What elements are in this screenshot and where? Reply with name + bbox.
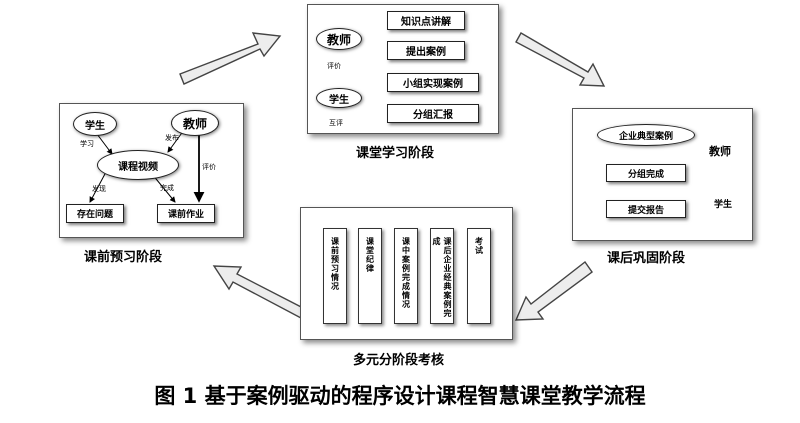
inclass-group-implement-box: 小组实现案例 [387,73,479,92]
arrow-inclass-to-afterclass [515,32,606,87]
inclass-student-node: 学生 [316,88,362,108]
afterclass-enterprise-case-node: 企业典型案例 [597,124,695,146]
assessment-item-exam: 考试 [467,228,491,324]
preclass-teacher-node: 教师 [171,110,219,136]
edge-label-study: 学习 [80,140,94,148]
arrow-afterclass-to-assessment [514,260,593,321]
afterclass-student-label: 学生 [714,200,733,210]
inclass-group-report-box: 分组汇报 [387,104,479,123]
assessment-item-preclass: 课前预习情况 [323,228,347,324]
preclass-student-node: 学生 [73,112,117,136]
assessment-title: 多元分阶段考核 [353,353,445,368]
afterclass-teacher-label: 教师 [709,145,731,158]
figure-title: 图 1 基于案例驱动的程序设计课程智慧课堂教学流程 [154,384,646,408]
arrow-assessment-to-preclass [212,265,306,319]
assessment-item-inclass-case: 课中案例完成情况 [394,228,418,324]
afterclass-group-complete-box: 分组完成 [606,164,686,182]
edge-label-evaluate: 评价 [202,163,216,171]
preclass-video-node: 课程视频 [97,150,179,180]
afterclass-submit-report-box: 提交报告 [606,200,686,218]
afterclass-title: 课后巩固阶段 [607,251,686,266]
inclass-edge-mutual: 互评 [329,119,343,127]
preclass-homework-box: 课前作业 [157,204,215,223]
assessment-item-discipline: 课堂纪律 [358,228,382,324]
inclass-knowledge-box: 知识点讲解 [387,11,465,30]
preclass-problems-box: 存在问题 [66,204,124,223]
edge-label-discover: 发现 [92,185,106,193]
inclass-edge-evaluate: 评价 [327,62,341,70]
edge-label-publish: 发布 [165,134,179,142]
preclass-title: 课前预习阶段 [84,250,163,265]
arrow-preclass-to-inclass [179,32,282,85]
assessment-item-afterclass-case: 课后企业经典案例完成 [430,228,454,324]
inclass-teacher-node: 教师 [316,28,362,50]
inclass-propose-box: 提出案例 [387,41,465,60]
inclass-title: 课堂学习阶段 [356,146,435,161]
edge-label-complete: 完成 [160,184,174,192]
